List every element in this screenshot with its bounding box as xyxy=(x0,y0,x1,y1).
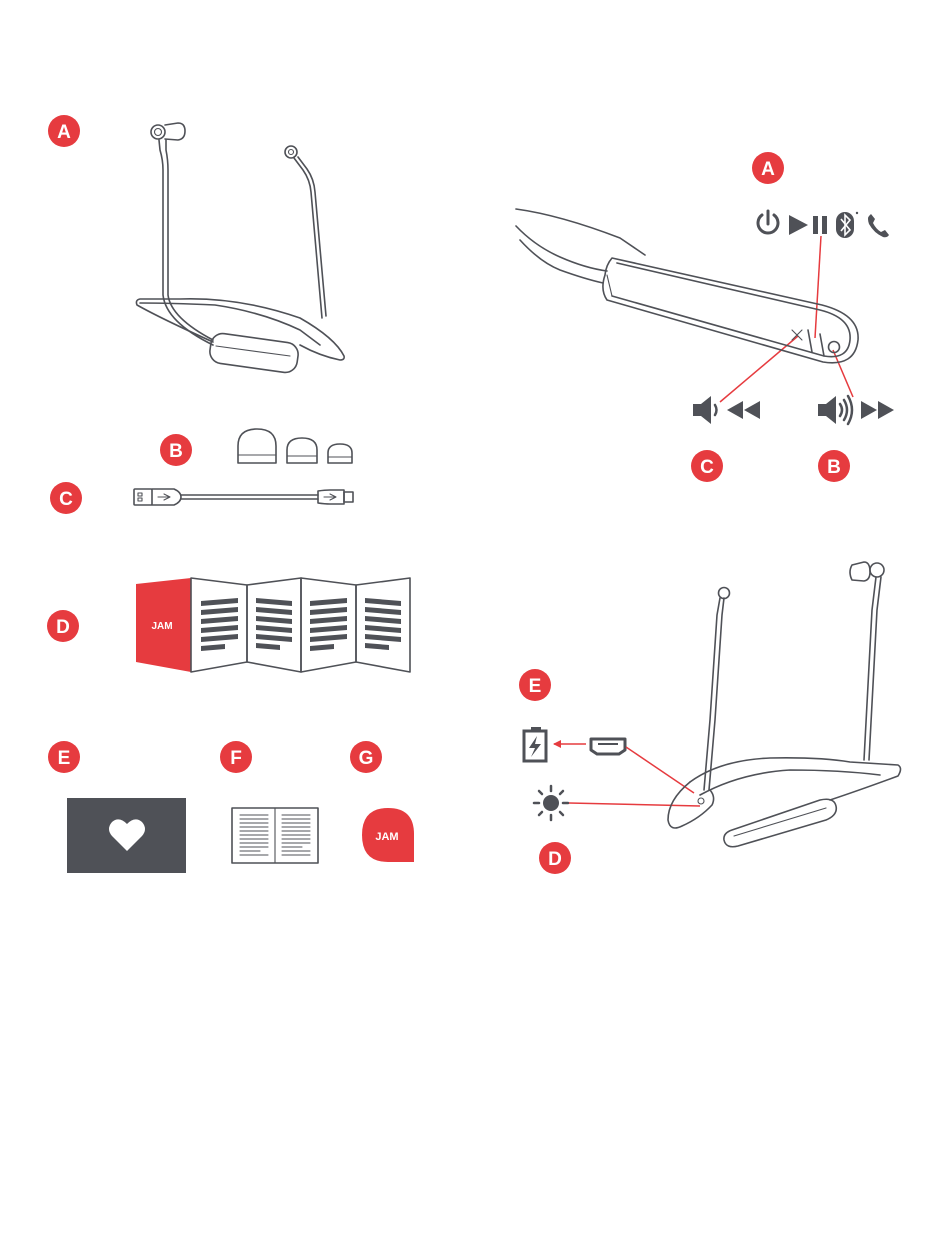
svg-text:G: G xyxy=(359,748,374,769)
usb-port-icon xyxy=(591,739,625,754)
phone-icon xyxy=(868,214,889,237)
usb-cable-illustration xyxy=(134,489,353,505)
badge-g-left: G xyxy=(350,741,382,773)
led-light-icon xyxy=(534,786,568,820)
volume-down-icon xyxy=(693,396,711,424)
bluetooth-icon xyxy=(836,212,858,238)
badge-c-left: C xyxy=(50,482,82,514)
heart-card-illustration xyxy=(67,798,186,873)
svg-text:F: F xyxy=(230,748,242,769)
volume-down-group xyxy=(693,396,760,424)
svg-text:B: B xyxy=(827,457,841,478)
booklet-illustration xyxy=(232,808,318,863)
badge-b-left: B xyxy=(160,434,192,466)
svg-text:B: B xyxy=(169,441,183,462)
power-icon xyxy=(758,211,778,233)
headphones-rear-illustration xyxy=(668,562,901,847)
pause-icon xyxy=(813,216,827,234)
badge-d-left: D xyxy=(47,610,79,642)
badge-a-left: A xyxy=(48,115,80,147)
leaflet-illustration: JAM xyxy=(136,578,410,672)
svg-text:E: E xyxy=(58,748,71,769)
play-icon xyxy=(789,215,808,235)
svg-text:D: D xyxy=(56,617,70,638)
leaflet-text-block-2 xyxy=(256,598,292,650)
headphones-illustration xyxy=(136,123,344,374)
ear-tips-illustration xyxy=(238,429,352,463)
earbud-left xyxy=(151,123,185,140)
svg-text:E: E xyxy=(529,676,542,697)
badge-c-right: C xyxy=(691,450,723,482)
neckband-closeup-illustration xyxy=(516,209,858,363)
volume-up-icon xyxy=(818,396,836,424)
leaflet-text-block-4 xyxy=(365,598,401,650)
leader-pause-to-button xyxy=(815,236,821,338)
badge-e-right: E xyxy=(519,669,551,701)
leader-led xyxy=(569,803,700,806)
rewind-icon xyxy=(727,401,760,419)
badge-a-right: A xyxy=(752,152,784,184)
fast-forward-icon xyxy=(861,401,894,419)
battery-charging-icon xyxy=(524,727,546,761)
leaflet-text-block-3 xyxy=(310,598,347,651)
jam-sticker-illustration: JAM xyxy=(362,808,414,862)
volume-up-group xyxy=(818,396,894,424)
badge-b-right: B xyxy=(818,450,850,482)
leaflet-text-block-1 xyxy=(201,598,238,651)
earbud-right xyxy=(285,146,297,158)
badge-e-left: E xyxy=(48,741,80,773)
badge-f-left: F xyxy=(220,741,252,773)
svg-text:C: C xyxy=(59,489,73,510)
svg-text:A: A xyxy=(761,159,775,180)
svg-text:C: C xyxy=(700,457,714,478)
control-icons-row xyxy=(758,211,889,238)
svg-text:JAM: JAM xyxy=(375,831,398,843)
svg-text:A: A xyxy=(57,122,71,143)
badge-d-right: D xyxy=(539,842,571,874)
svg-text:D: D xyxy=(548,849,562,870)
svg-text:JAM: JAM xyxy=(151,621,172,632)
leader-usb-port xyxy=(626,747,694,793)
